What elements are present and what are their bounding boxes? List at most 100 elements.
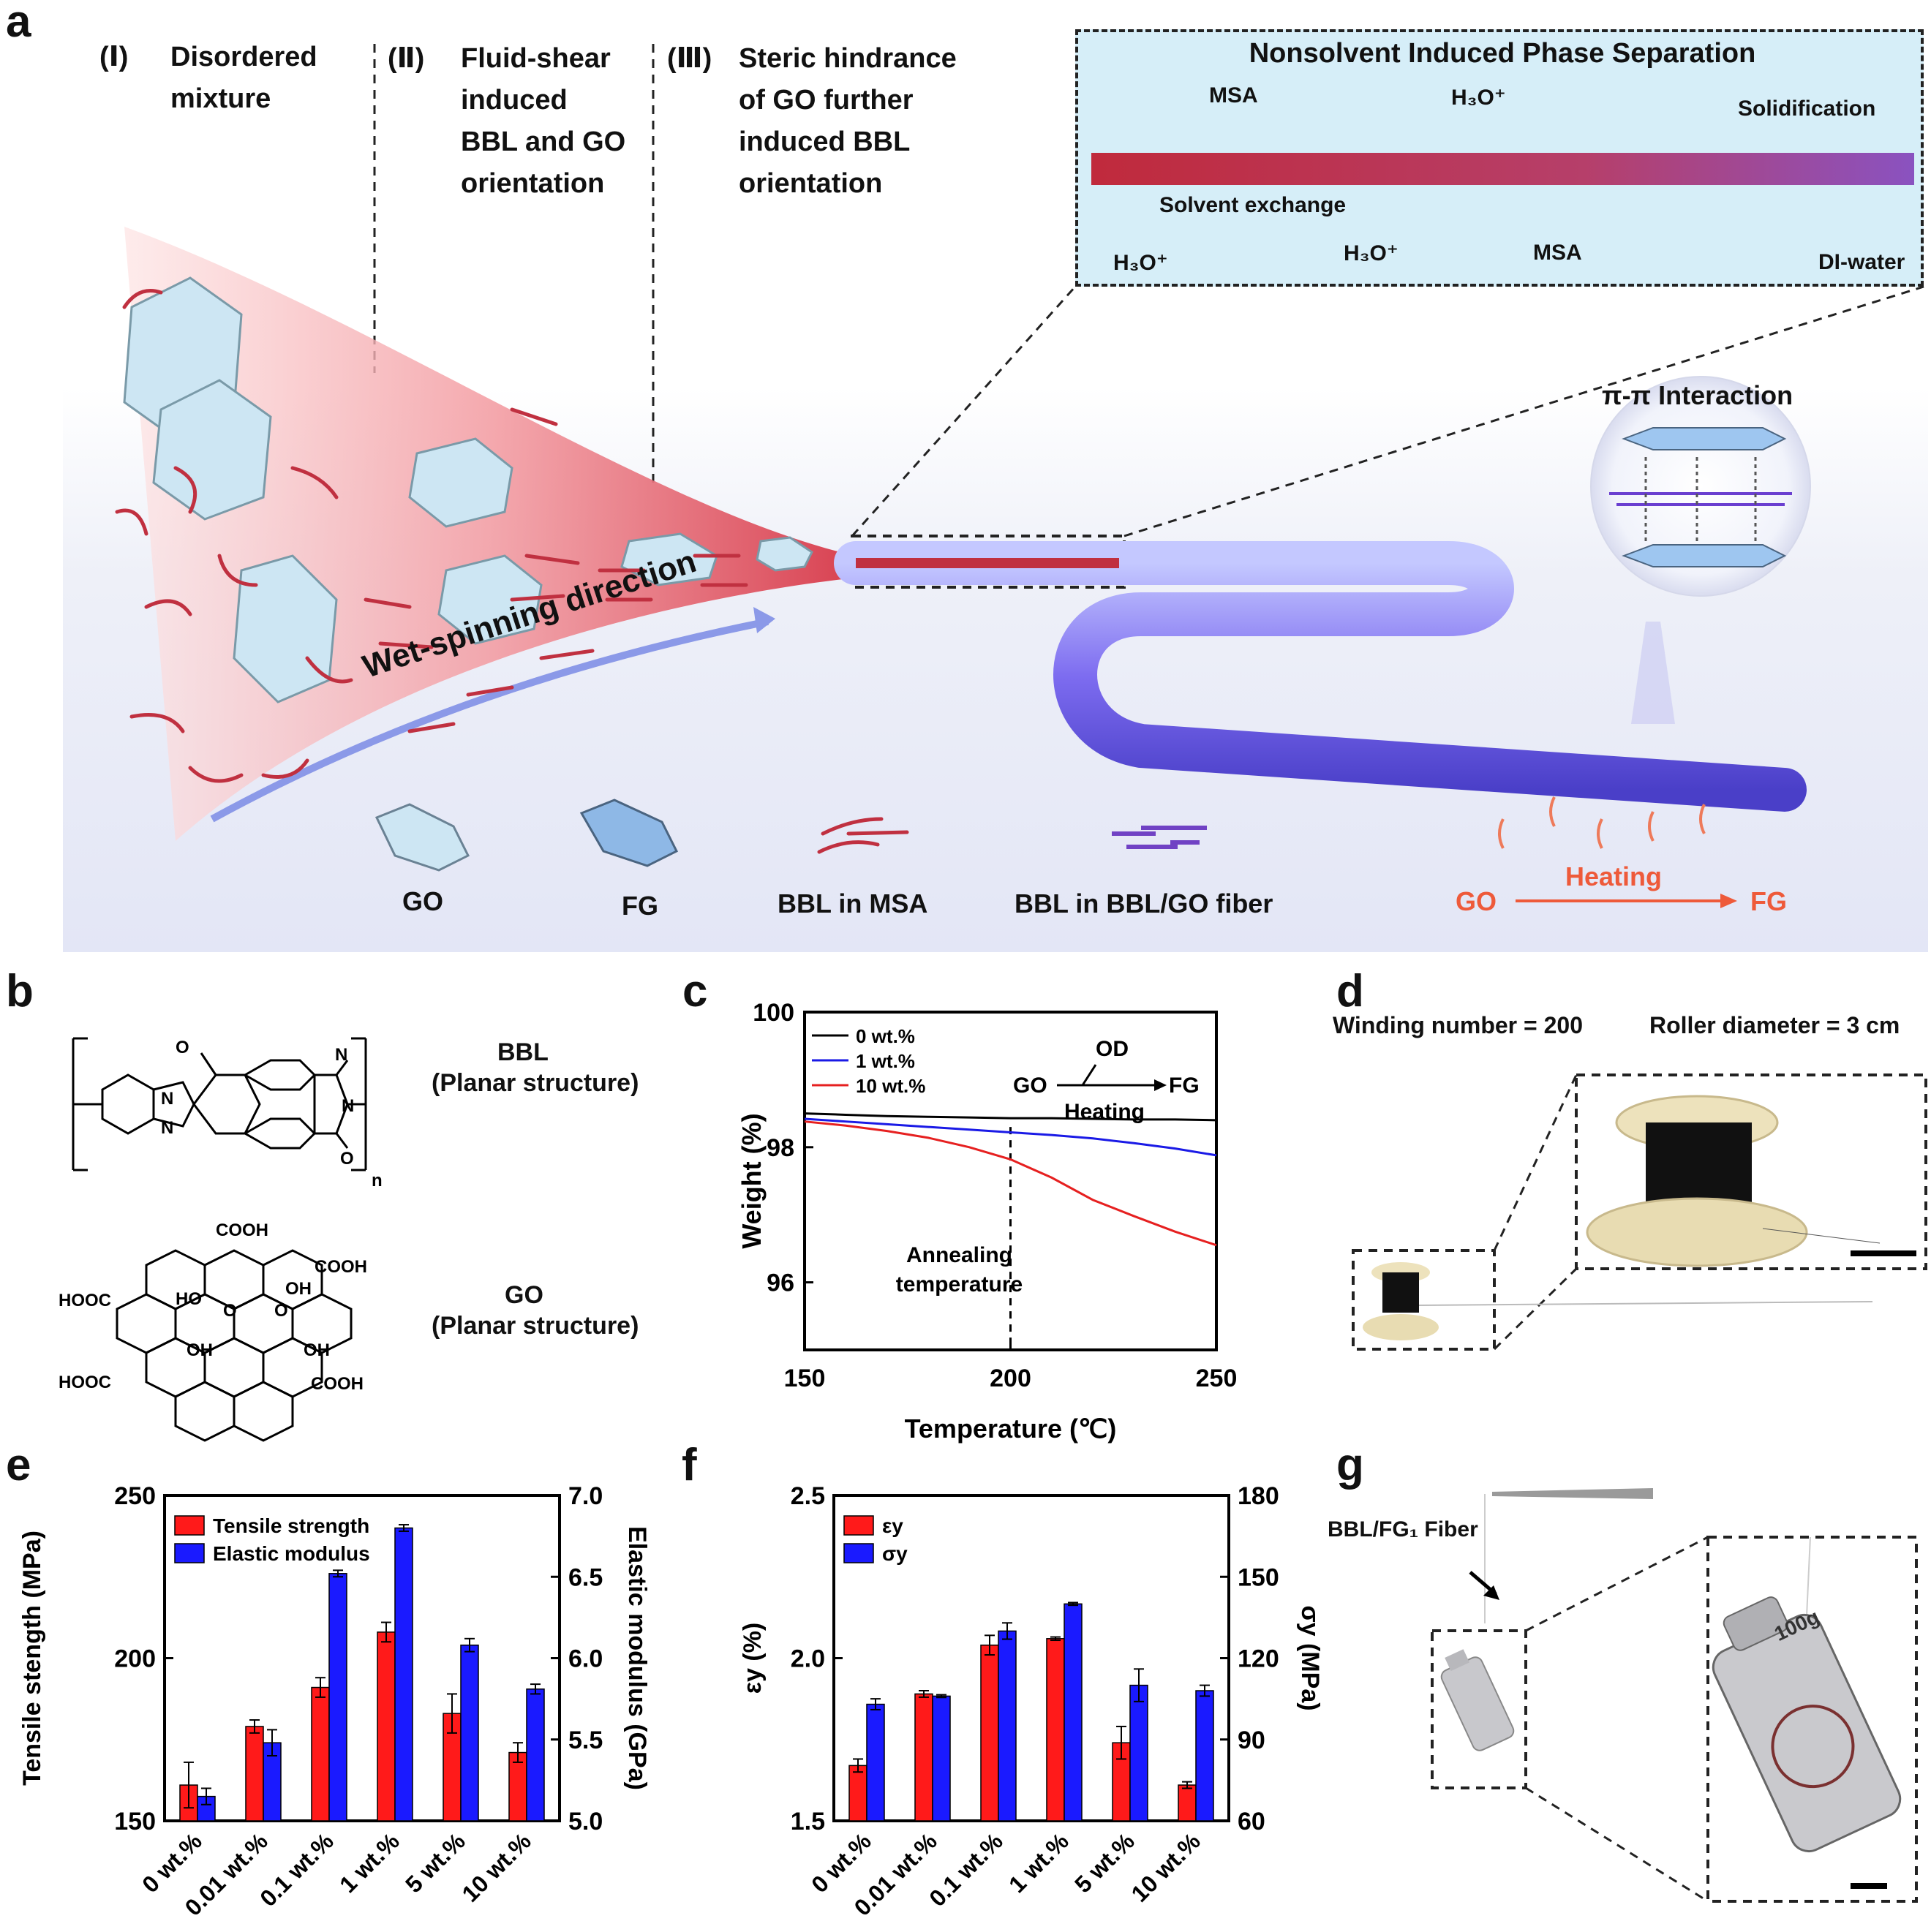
nips-msa-bottom: MSA [1533,241,1582,265]
legend-label-1: σy [882,1542,908,1565]
bar-σy-0 [866,1703,885,1822]
x-tick-label: 250 [1196,1365,1238,1392]
chem-hooc1: HOOC [59,1291,111,1310]
fiber-label: BBL/FG₁ Fiber [1328,1517,1478,1542]
bar-elastic-modulus-5 [526,1688,545,1822]
nips-solidification: Solidification [1738,97,1876,121]
category-label: 1 wt.% [1004,1827,1074,1898]
chem-n: n [372,1171,383,1190]
y-axis-title: Tensile stength (MPa) [18,1531,46,1786]
annotation-line-2: temperature [896,1272,1023,1297]
y2-tick-label: 6.0 [568,1645,603,1673]
heating-fg-label: FG [1750,886,1787,916]
legend-swatch-1 [174,1543,205,1563]
bbl-chains [115,289,748,783]
category-label: 10 wt.% [1126,1827,1205,1906]
chem-n3: N [161,1089,173,1109]
chem-cooh1: COOH [216,1220,268,1240]
y2-tick-label: 120 [1238,1645,1279,1673]
y2-tick-label: 90 [1238,1727,1265,1754]
chem-n1: N [335,1045,347,1065]
bar-elastic-modulus-3 [394,1527,413,1822]
y-tick-label: 200 [114,1645,156,1673]
chem-o4: O [274,1301,288,1321]
y-tick-label: 98 [767,1134,794,1162]
chem-ho1: HO [176,1289,202,1309]
y-tick-label: 1.5 [791,1808,825,1835]
legend-label-0: εy [882,1514,903,1537]
nips-fiber-bar [1091,153,1914,185]
inset-go: GO [1013,1073,1047,1098]
category-label: 0.1 wt.% [255,1827,339,1912]
y-axis-title: εy (%) [739,1623,767,1694]
series-line-2 [804,1120,1217,1247]
bbl-name: BBL [497,1038,549,1066]
y-tick-label: 2.0 [791,1645,825,1673]
bar-σy-3 [1064,1603,1083,1822]
category-label: 10 wt.% [456,1827,535,1906]
bar-εy-3 [1046,1638,1065,1822]
roller-photo [1352,1073,1927,1351]
y2-tick-label: 180 [1238,1482,1279,1510]
legend-label-2: 10 wt.% [856,1075,925,1097]
legend-fg-icon [579,799,679,867]
nips-h3o-bottom-left: H₃O⁺ [1113,251,1168,275]
chem-oh2: OH [304,1340,330,1360]
annotation-line-1: Annealing [906,1243,1012,1267]
inset-arrowhead [1154,1079,1167,1091]
y-tick-label: 2.5 [791,1482,825,1510]
bbl-structure: (Planar structure) [432,1069,639,1097]
panel-label-g: g [1336,1440,1364,1490]
bar-σy-5 [1195,1690,1214,1822]
nips-di-water: DI-water [1818,250,1905,274]
nips-title: Nonsolvent Induced Phase Separation [1249,38,1756,69]
bar-σy-4 [1129,1684,1148,1822]
bar-tensile-strength-1 [245,1726,264,1822]
winding-number: Winding number = 200 [1333,1012,1583,1038]
bar-σy-1 [932,1695,951,1822]
legend-swatch-0 [843,1515,874,1536]
y2-tick-label: 6.5 [568,1563,603,1591]
x-tick-label: 200 [990,1365,1031,1392]
series-line-1 [804,1117,1217,1157]
nips-h3o-top: H₃O⁺ [1451,86,1506,110]
stage-3-number: (Ⅲ) [667,43,712,74]
bar-εy-2 [980,1644,999,1822]
inset-od: OD [1096,1037,1129,1061]
chem-n4: N [161,1118,173,1138]
legend-fg-label: FG [622,891,658,921]
inset-heating: Heating [1064,1100,1145,1124]
legend-label-0: 0 wt.% [856,1025,915,1047]
chem-n2: N [342,1096,354,1116]
panel-label-a: a [6,0,31,47]
x-axis-title: Temperature (℃) [905,1414,1117,1444]
x-tick-label: 150 [784,1365,826,1392]
panel-label-b: b [6,966,34,1016]
y-tick-label: 250 [114,1482,156,1510]
roller-diameter: Roller diameter = 3 cm [1649,1012,1900,1038]
panel-label-d: d [1336,966,1364,1016]
legend-bbl-fiber-label: BBL in BBL/GO fiber [1015,888,1273,918]
chem-cooh3: COOH [311,1374,364,1394]
bar-elastic-modulus-2 [328,1573,347,1822]
y2-tick-label: 5.5 [568,1727,603,1754]
y2-tick-label: 150 [1238,1563,1279,1591]
panel-label-f: f [682,1440,697,1490]
stage-2-number: (Ⅱ) [388,43,425,74]
y2-axis-title: σy (MPa) [1296,1605,1324,1710]
chem-cooh2: COOH [315,1257,367,1277]
bar-tensile-strength-2 [311,1686,330,1822]
y2-tick-label: 5.0 [568,1808,603,1835]
panel-label-e: e [6,1440,31,1490]
chem-o1: O [176,1038,189,1057]
legend-swatch-1 [843,1543,874,1563]
heating-label: Heating [1565,861,1663,891]
fiber-tube [834,541,1807,812]
y-tick-label: 100 [753,999,794,1027]
y-tick-label: 150 [114,1808,156,1835]
legend-label-1: Elastic modulus [213,1542,370,1565]
